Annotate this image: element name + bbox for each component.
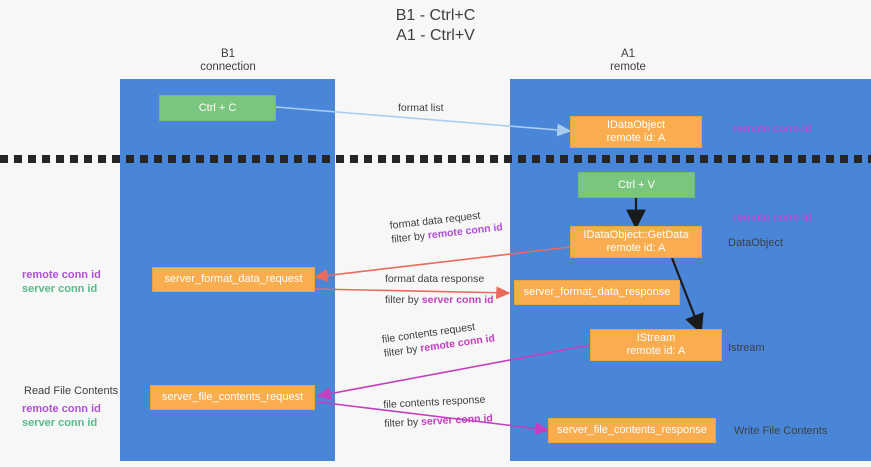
node-fmt-resp-label: server_format_data_response bbox=[523, 286, 671, 298]
edge-file-contents-response bbox=[317, 401, 550, 435]
node-server-format-data-response[interactable]: server_format_data_response bbox=[514, 280, 680, 305]
edge-label-fdres-prefix: filter by bbox=[385, 294, 422, 306]
column-header-a1-subtitle: remote bbox=[610, 61, 646, 73]
node-file-req-label: server_file_contents_request bbox=[161, 391, 304, 403]
annotation-right-remote-conn-mid: remote conn id bbox=[733, 212, 812, 224]
node-idataobject-line-2: remote id: A bbox=[606, 132, 666, 144]
edge-format-data-response bbox=[314, 286, 511, 300]
annotation-right-remote-conn-top: remote conn id bbox=[733, 123, 812, 135]
node-getdata-line-1: IDataObject::GetData bbox=[583, 229, 689, 241]
annotation-right-write-file-contents: Write File Contents bbox=[734, 425, 828, 437]
node-ctrl-c[interactable]: Ctrl + C bbox=[159, 95, 276, 121]
node-istream[interactable]: IStream remote id: A bbox=[590, 329, 722, 361]
column-header-b1-title: B1 bbox=[220, 48, 236, 60]
annotation-right-dataobject: DataObject bbox=[728, 237, 784, 249]
edge-label-fcres-key: server conn id bbox=[420, 412, 494, 429]
edge-file-contents-request bbox=[316, 344, 591, 400]
annotation-left-conn-ids-mid: remote conn id server conn id bbox=[22, 268, 101, 296]
edge-label-file-contents-response: file contents response filter by server … bbox=[383, 392, 493, 431]
node-istream-line-1: IStream bbox=[636, 332, 676, 344]
annotation-left-bot-server: server conn id bbox=[22, 417, 98, 429]
node-file-resp-label: server_file_contents_response bbox=[557, 424, 707, 436]
edge-getdata-to-istream bbox=[670, 257, 704, 335]
annotation-left-read-file-contents: Read File Contents bbox=[24, 385, 119, 397]
node-server-file-contents-response[interactable]: server_file_contents_response bbox=[548, 418, 716, 443]
column-header-a1-title: A1 bbox=[620, 48, 636, 60]
node-getdata-line-2: remote id: A bbox=[606, 242, 666, 254]
diagram-title: B1 - Ctrl+C A1 - Ctrl+V bbox=[0, 6, 871, 46]
title-line-1: B1 - Ctrl+C bbox=[395, 7, 476, 24]
edge-format-list bbox=[275, 106, 572, 137]
edge-format-data-request bbox=[313, 246, 571, 282]
node-fmt-req-label: server_format_data_request bbox=[164, 273, 303, 285]
edge-label-fdres-line-2: filter by server conn id bbox=[385, 293, 494, 307]
annotation-left-bot-remote: remote conn id bbox=[22, 403, 101, 415]
edge-label-format-list: format list bbox=[398, 102, 444, 114]
node-ctrl-v[interactable]: Ctrl + V bbox=[578, 172, 695, 198]
column-header-b1: B1 connection bbox=[128, 48, 328, 74]
edge-label-fdres-line-1: format data response bbox=[385, 273, 485, 285]
annotation-left-mid-server: server conn id bbox=[22, 283, 98, 295]
edge-label-fdres-key: server conn id bbox=[421, 294, 494, 306]
annotation-left-mid-remote: remote conn id bbox=[22, 269, 101, 281]
node-server-format-data-request[interactable]: server_format_data_request bbox=[152, 267, 315, 292]
node-idataobject-line-1: IDataObject bbox=[606, 119, 666, 131]
node-istream-line-2: remote id: A bbox=[626, 345, 686, 357]
node-idataobject[interactable]: IDataObject remote id: A bbox=[570, 116, 702, 148]
node-ctrl-v-label: Ctrl + V bbox=[618, 178, 655, 191]
annotation-left-conn-ids-bottom: remote conn id server conn id bbox=[22, 402, 101, 430]
node-idataobject-getdata[interactable]: IDataObject::GetData remote id: A bbox=[570, 226, 702, 258]
phase-divider bbox=[0, 155, 871, 163]
edge-label-fcres-prefix: filter by bbox=[384, 416, 422, 430]
node-server-file-contents-request[interactable]: server_file_contents_request bbox=[150, 385, 315, 410]
title-line-2: A1 - Ctrl+V bbox=[396, 27, 475, 44]
node-ctrl-c-label: Ctrl + C bbox=[198, 101, 237, 114]
column-header-a1: A1 remote bbox=[528, 48, 728, 74]
column-header-b1-subtitle: connection bbox=[200, 61, 256, 73]
annotation-right-istream: Istream bbox=[728, 342, 765, 354]
edge-label-format-data-response: format data response filter by server co… bbox=[385, 272, 494, 307]
